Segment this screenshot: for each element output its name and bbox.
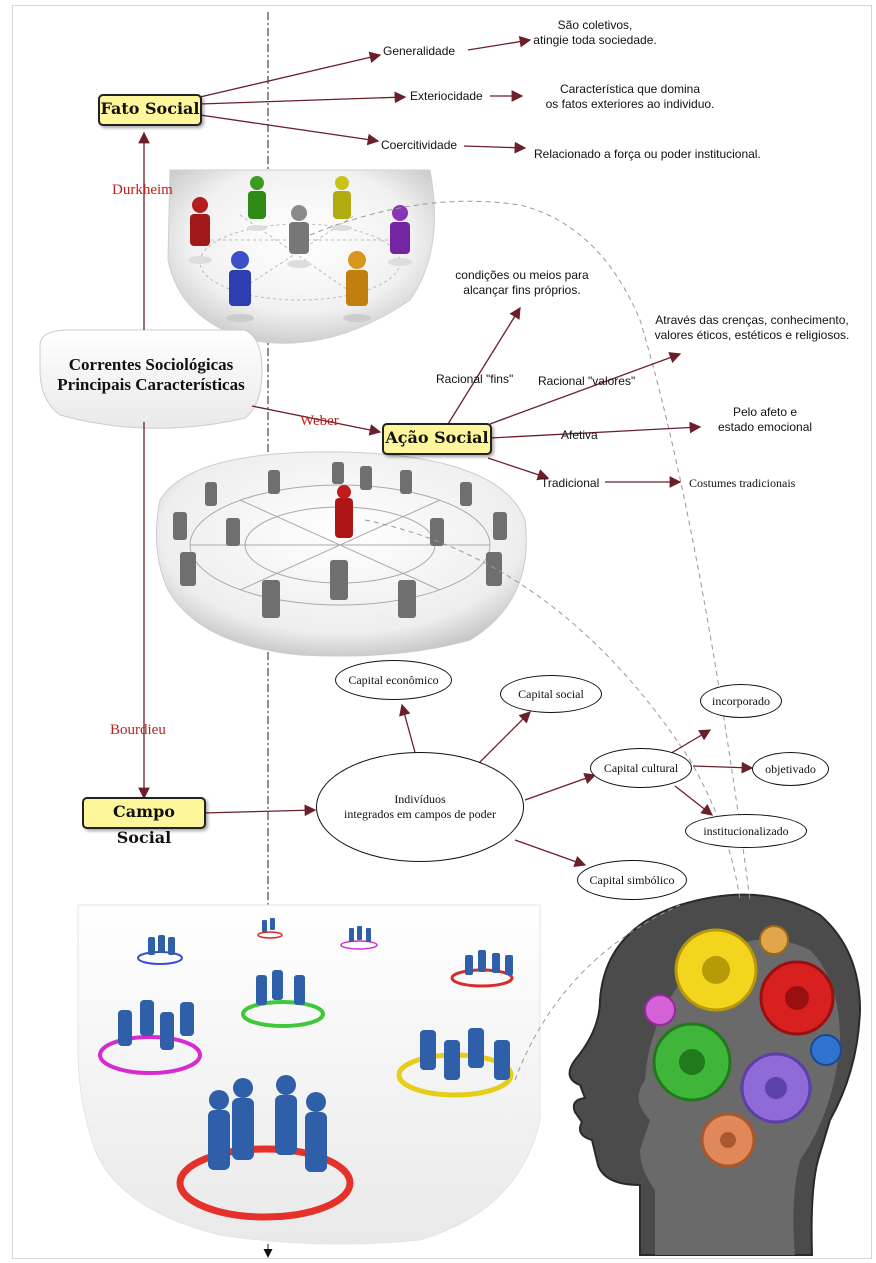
title-line2: Principais Características (57, 375, 245, 394)
tradicional-desc: Costumes tradicionais (689, 476, 796, 490)
capital-economico-oval: Capital econômico (335, 660, 452, 700)
capital-cultural-oval: Capital cultural (590, 748, 692, 788)
title-line1: Correntes Sociológicas (68, 355, 234, 374)
racional-valores-label: Racional "valores" (538, 374, 636, 388)
fato-social-box: Fato Social (98, 94, 202, 126)
institucionalizado-oval: institucionalizado (685, 814, 807, 848)
campo-social-box: Campo Social (82, 797, 206, 847)
durkheim-label: Durkheim (112, 182, 173, 198)
weber-label: Weber (300, 413, 339, 429)
racional-fins-label: Racional "fins" (436, 372, 514, 386)
bourdieu-label: Bourdieu (110, 722, 166, 738)
acao-social-box: Ação Social (382, 423, 492, 455)
head-with-gears-illustration (568, 893, 862, 1256)
capital-social-oval: Capital social (500, 675, 602, 713)
coercitividade-desc: Relacionado a força ou poder institucion… (534, 147, 761, 161)
incorporado-oval: incorporado (700, 684, 782, 718)
objetivado-oval: objetivado (752, 752, 829, 786)
blue-people-groups-illustration (77, 904, 541, 1245)
colored-people-network-illustration (167, 169, 435, 344)
frame (12, 5, 872, 1259)
capital-simbolico-oval: Capital simbólico (577, 860, 687, 900)
racional-valores-desc: Através das crenças, conhecimento,valore… (654, 313, 850, 342)
generalidade-label: Generalidade (383, 44, 456, 58)
gray-people-network-illustration (155, 451, 527, 657)
exteriocidade-label: Exteriocidade (410, 89, 483, 103)
afetiva-label: Afetiva (561, 428, 598, 442)
title-bubble (39, 329, 263, 429)
coercitividade-label: Coercitividade (381, 138, 458, 152)
main-title: Correntes Sociológicas Principais Caract… (40, 355, 262, 395)
tradicional-label: Tradicional (541, 476, 600, 490)
generalidade-desc: São coletivos,atingie toda sociedade. (533, 18, 657, 47)
